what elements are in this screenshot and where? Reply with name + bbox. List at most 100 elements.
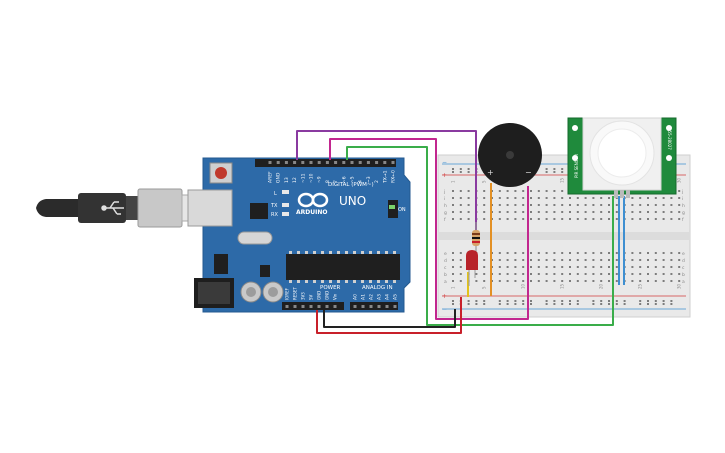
rail-hole[interactable]	[483, 300, 486, 302]
header-socket[interactable]	[293, 161, 297, 164]
header-socket[interactable]	[301, 305, 305, 308]
breadboard-hole[interactable]	[600, 197, 603, 199]
breadboard-hole[interactable]	[600, 273, 603, 275]
breadboard-hole[interactable]	[561, 273, 564, 275]
breadboard-hole[interactable]	[498, 190, 501, 192]
breadboard-hole[interactable]	[576, 280, 579, 282]
breadboard-hole[interactable]	[545, 266, 548, 268]
breadboard-hole[interactable]	[615, 266, 618, 268]
rail-hole[interactable]	[600, 300, 603, 302]
rail-hole[interactable]	[561, 168, 564, 170]
breadboard-hole[interactable]	[670, 266, 673, 268]
breadboard-hole[interactable]	[483, 266, 486, 268]
breadboard-hole[interactable]	[576, 197, 579, 199]
breadboard-hole[interactable]	[584, 218, 587, 220]
rail-hole[interactable]	[514, 303, 517, 305]
rail-hole[interactable]	[467, 168, 470, 170]
breadboard-hole[interactable]	[452, 218, 454, 220]
rail-hole[interactable]	[592, 300, 595, 302]
breadboard-hole[interactable]	[631, 252, 634, 254]
breadboard-hole[interactable]	[639, 259, 642, 261]
breadboard-hole[interactable]	[459, 204, 462, 206]
breadboard-hole[interactable]	[506, 259, 509, 261]
breadboard-hole[interactable]	[631, 211, 634, 213]
rail-hole[interactable]	[608, 300, 610, 302]
breadboard-hole[interactable]	[561, 197, 564, 199]
breadboard-hole[interactable]	[545, 204, 548, 206]
breadboard-hole[interactable]	[545, 252, 548, 254]
breadboard-hole[interactable]	[553, 197, 556, 199]
rail-hole[interactable]	[545, 168, 548, 170]
rail-hole[interactable]	[647, 303, 649, 305]
breadboard-hole[interactable]	[545, 273, 548, 275]
breadboard-hole[interactable]	[452, 280, 454, 282]
breadboard-hole[interactable]	[670, 211, 673, 213]
breadboard-hole[interactable]	[600, 211, 603, 213]
breadboard-hole[interactable]	[506, 197, 509, 199]
breadboard-hole[interactable]	[576, 266, 579, 268]
rail-hole[interactable]	[639, 300, 642, 302]
breadboard-hole[interactable]	[553, 190, 556, 192]
header-socket[interactable]	[309, 305, 313, 308]
breadboard-hole[interactable]	[561, 211, 564, 213]
breadboard-hole[interactable]	[654, 273, 657, 275]
breadboard-hole[interactable]	[639, 211, 642, 213]
breadboard-hole[interactable]	[615, 218, 618, 220]
wire-green-pin7[interactable]	[346, 146, 614, 326]
breadboard-hole[interactable]	[459, 197, 462, 199]
breadboard-hole[interactable]	[506, 218, 509, 220]
breadboard-hole[interactable]	[631, 266, 634, 268]
breadboard-hole[interactable]	[514, 280, 517, 282]
breadboard-hole[interactable]	[584, 211, 587, 213]
rail-hole[interactable]	[452, 303, 454, 305]
breadboard-hole[interactable]	[670, 218, 673, 220]
breadboard-hole[interactable]	[537, 259, 540, 261]
rail-hole[interactable]	[459, 171, 462, 173]
breadboard-hole[interactable]	[452, 252, 454, 254]
breadboard-hole[interactable]	[537, 190, 540, 192]
breadboard-hole[interactable]	[545, 259, 548, 261]
breadboard-hole[interactable]	[569, 218, 571, 220]
breadboard-hole[interactable]	[459, 273, 462, 275]
breadboard-hole[interactable]	[639, 280, 642, 282]
breadboard-hole[interactable]	[483, 252, 486, 254]
breadboard-hole[interactable]	[459, 266, 462, 268]
rail-hole[interactable]	[483, 303, 486, 305]
breadboard-hole[interactable]	[631, 197, 634, 199]
breadboard-hole[interactable]	[670, 204, 673, 206]
rail-hole[interactable]	[561, 171, 564, 173]
breadboard-hole[interactable]	[569, 273, 571, 275]
breadboard-hole[interactable]	[678, 211, 681, 213]
breadboard-hole[interactable]	[452, 190, 454, 192]
header-socket[interactable]	[385, 305, 389, 308]
breadboard-hole[interactable]	[467, 190, 470, 192]
breadboard-hole[interactable]	[514, 190, 517, 192]
breadboard-hole[interactable]	[647, 280, 649, 282]
breadboard-hole[interactable]	[522, 218, 525, 220]
breadboard-hole[interactable]	[537, 273, 540, 275]
breadboard-hole[interactable]	[498, 211, 501, 213]
breadboard-hole[interactable]	[506, 204, 509, 206]
breadboard-hole[interactable]	[475, 273, 478, 275]
breadboard-hole[interactable]	[561, 190, 564, 192]
breadboard-hole[interactable]	[537, 211, 540, 213]
breadboard-hole[interactable]	[608, 211, 610, 213]
rail-hole[interactable]	[615, 303, 618, 305]
breadboard-hole[interactable]	[576, 259, 579, 261]
breadboard-hole[interactable]	[584, 204, 587, 206]
breadboard-hole[interactable]	[592, 197, 595, 199]
breadboard-hole[interactable]	[561, 266, 564, 268]
wire-black-gnd[interactable]	[323, 309, 456, 328]
rail-hole[interactable]	[522, 303, 525, 305]
rail-hole[interactable]	[452, 168, 454, 170]
breadboard-hole[interactable]	[615, 280, 618, 282]
rail-hole[interactable]	[498, 303, 501, 305]
header-socket[interactable]	[350, 161, 354, 164]
rail-hole[interactable]	[615, 300, 618, 302]
breadboard-hole[interactable]	[569, 204, 571, 206]
breadboard-hole[interactable]	[631, 259, 634, 261]
breadboard-hole[interactable]	[553, 273, 556, 275]
rail-hole[interactable]	[569, 303, 571, 305]
breadboard-hole[interactable]	[498, 252, 501, 254]
rail-hole[interactable]	[662, 300, 665, 302]
